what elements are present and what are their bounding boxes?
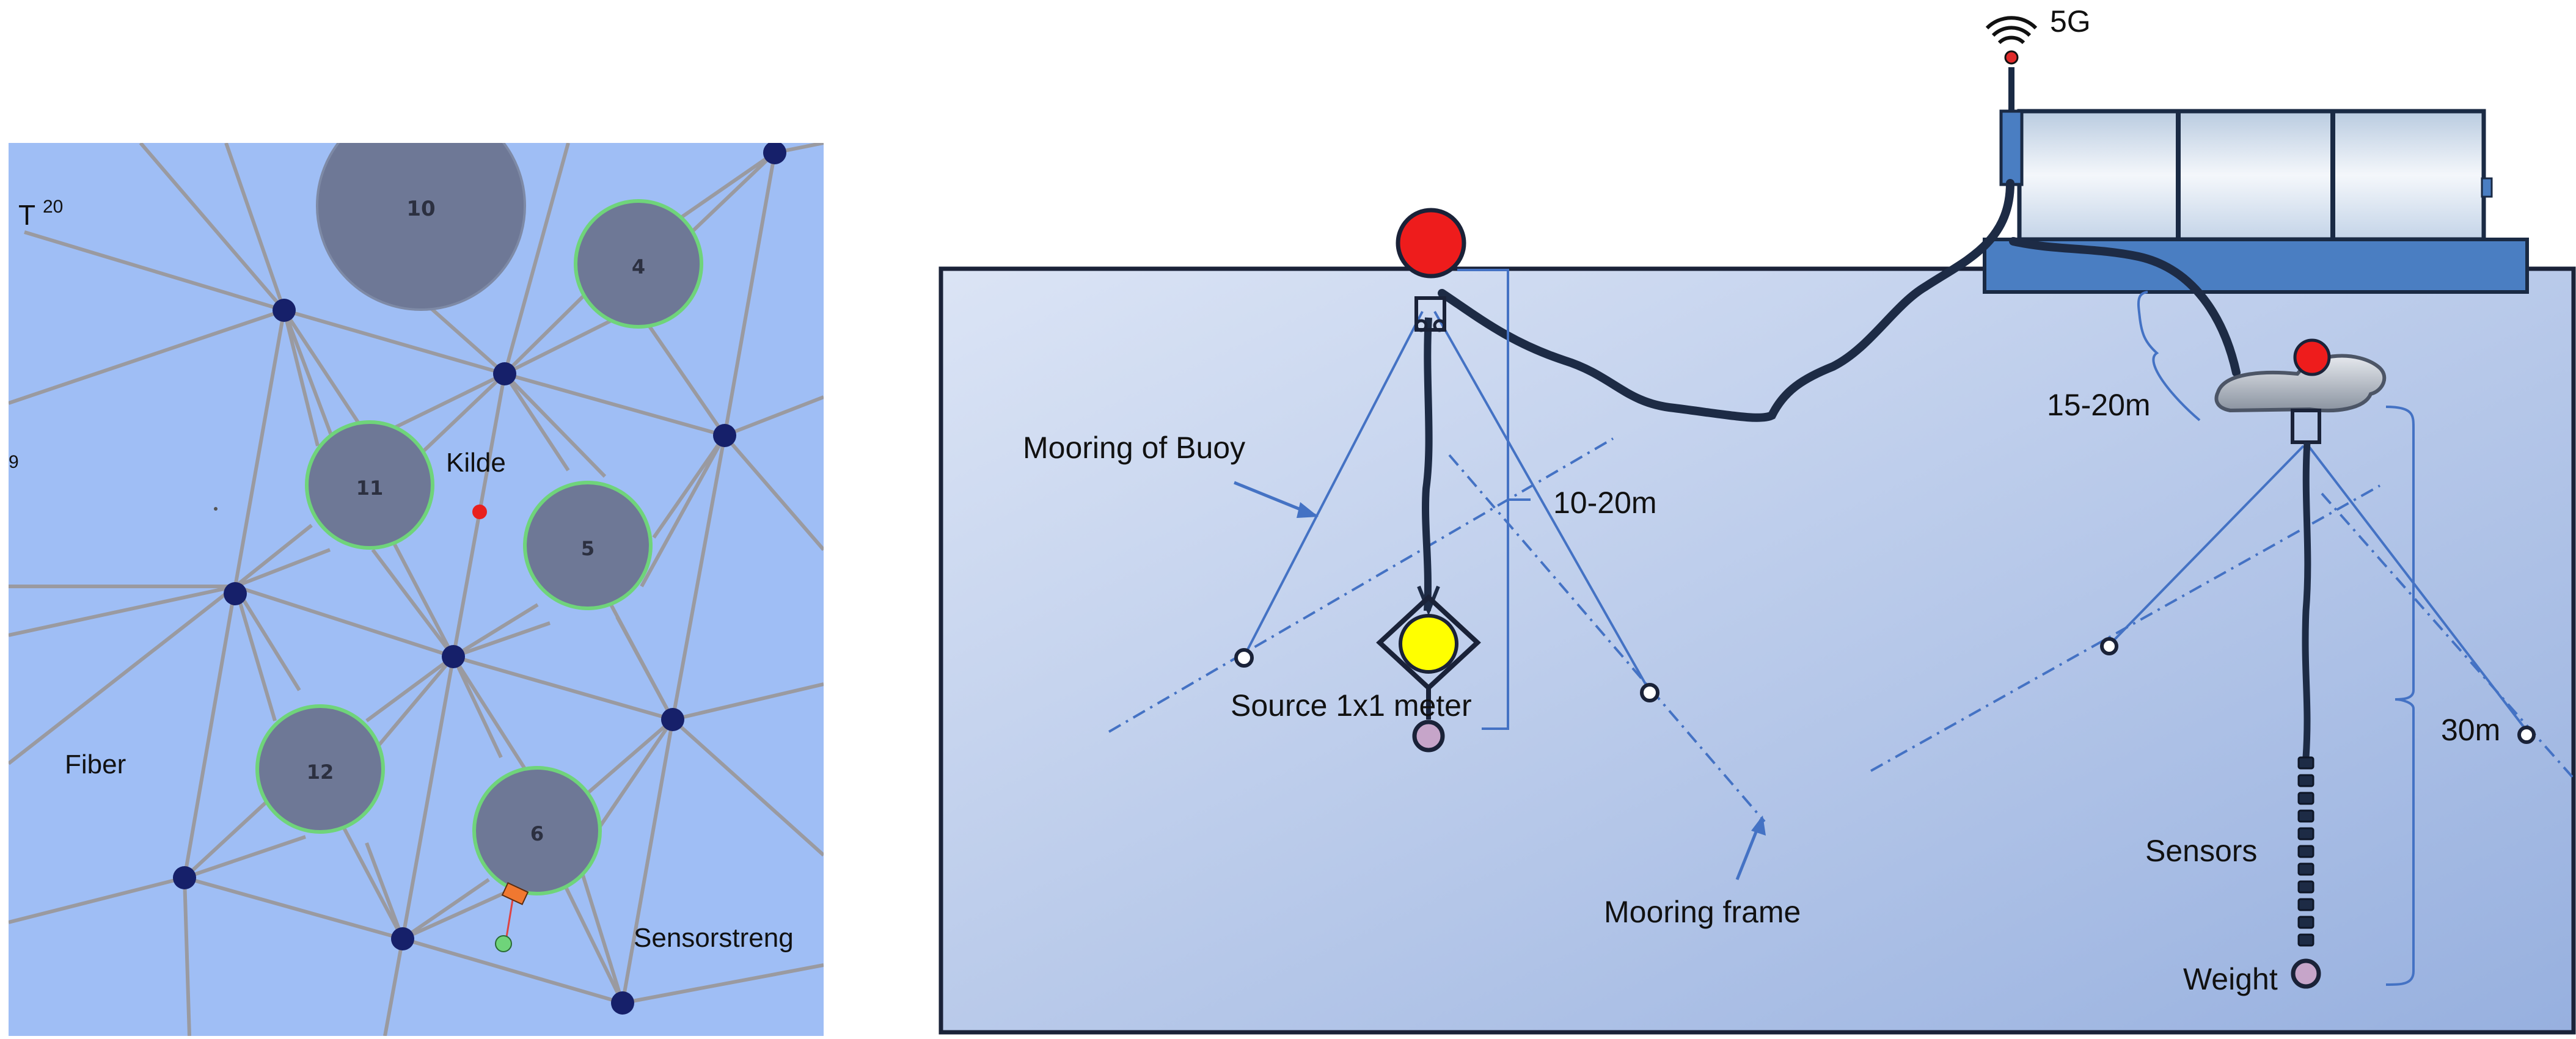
network-node	[391, 927, 414, 950]
source-weight	[1412, 720, 1445, 753]
weight-label: Weight	[2183, 962, 2278, 996]
edge-number-label: 9	[9, 452, 19, 472]
sensor-module	[2297, 916, 2314, 929]
antenna-5g-icon	[1985, 16, 2038, 65]
sensor-module	[2297, 898, 2314, 911]
circle-label: 4	[632, 255, 645, 279]
mooring-frame-line	[1448, 454, 1766, 823]
arrow-icon	[1297, 502, 1319, 518]
fiber-label: Fiber	[65, 749, 126, 779]
platform-buoy	[2293, 338, 2331, 376]
sensor-module	[2297, 774, 2314, 787]
buoy-cable	[1422, 317, 1433, 611]
axis-t-label: T	[18, 199, 35, 231]
mooring-line	[2108, 445, 2305, 646]
sensorstreng-label: Sensorstreng	[634, 923, 794, 953]
mooring-buoy-label: Mooring of Buoy	[1023, 431, 1245, 465]
sensor-module	[2297, 933, 2314, 947]
circle-4: 4	[574, 199, 703, 329]
sensor-mooring	[1870, 291, 2574, 989]
circle-label: 10	[406, 197, 435, 221]
circle-11: 11	[305, 420, 434, 550]
sensors-label: Sensors	[2145, 834, 2257, 868]
depth-bracket	[2385, 406, 2415, 986]
network-node	[661, 708, 684, 731]
anchor-ring	[1640, 683, 1659, 702]
network-node	[273, 299, 296, 322]
surface-buoy	[1396, 208, 1466, 279]
axis-t-superscript: 20	[43, 197, 63, 217]
arrow-icon	[1751, 815, 1766, 836]
sensor-weight	[2291, 958, 2321, 989]
power-cable	[1438, 179, 2014, 422]
network-node	[442, 645, 465, 668]
mooring-frame-label: Mooring frame	[1604, 895, 1801, 929]
sensor-module	[2297, 756, 2314, 770]
circle-10: 10	[316, 143, 526, 311]
network-nodes	[173, 143, 786, 1015]
sensor-network-map: 10 4 11 5 12 6	[9, 143, 824, 1036]
mooring-line	[1243, 311, 1424, 657]
container-tanks	[2017, 109, 2486, 242]
network-node	[493, 362, 516, 385]
small-dot	[214, 507, 218, 511]
sensor-module	[2297, 792, 2314, 805]
source-point	[472, 505, 487, 519]
depth-platform-label: 15-20m	[2047, 388, 2151, 422]
sensor-module	[2297, 845, 2314, 858]
mooring-line	[2307, 445, 2528, 732]
circle-6: 6	[472, 766, 602, 895]
network-node	[611, 991, 634, 1015]
circle-label: 11	[356, 476, 384, 500]
circle-5: 5	[523, 481, 653, 610]
surface-pontoon	[1983, 67, 2529, 294]
five-g-label: 5G	[2050, 4, 2091, 38]
buoy-mooring	[1108, 208, 1766, 880]
sensor-module	[2297, 809, 2314, 823]
source-label: Source 1x1 meter	[1231, 688, 1472, 723]
depth-buoy-label: 10-20m	[1553, 486, 1657, 520]
circle-label: 12	[307, 760, 334, 784]
circle-label: 5	[581, 537, 595, 560]
mooring-line	[1433, 311, 1651, 692]
network-node	[713, 424, 736, 447]
mooring-frame-line	[1108, 437, 1614, 733]
network-node	[224, 582, 247, 605]
circle-12: 12	[255, 704, 385, 834]
sensor-cable	[2302, 442, 2311, 758]
sensor-module	[2297, 862, 2314, 876]
acoustic-source	[1399, 614, 1458, 674]
anchor-ring	[2517, 726, 2536, 744]
network-node	[763, 143, 786, 164]
network-node	[173, 866, 196, 889]
sensor-module	[2297, 827, 2314, 840]
depth-bracket	[2137, 291, 2201, 421]
buoy-shackle	[1414, 296, 1446, 332]
sensor-string-marker	[495, 882, 529, 952]
depth-sensors-label: 30m	[2441, 713, 2500, 747]
buoy-mooring-diagram: 5G	[939, 4, 2576, 1035]
circle-label: 6	[530, 822, 544, 845]
sensor-module	[2297, 880, 2314, 894]
sensor-stack	[2297, 756, 2314, 947]
platform-cable	[2009, 237, 2241, 377]
anchor-ring	[2100, 637, 2118, 655]
kilde-label: Kilde	[446, 448, 506, 478]
pontoon-mast-box	[1999, 109, 2024, 186]
anchor-ring	[1234, 648, 1254, 668]
